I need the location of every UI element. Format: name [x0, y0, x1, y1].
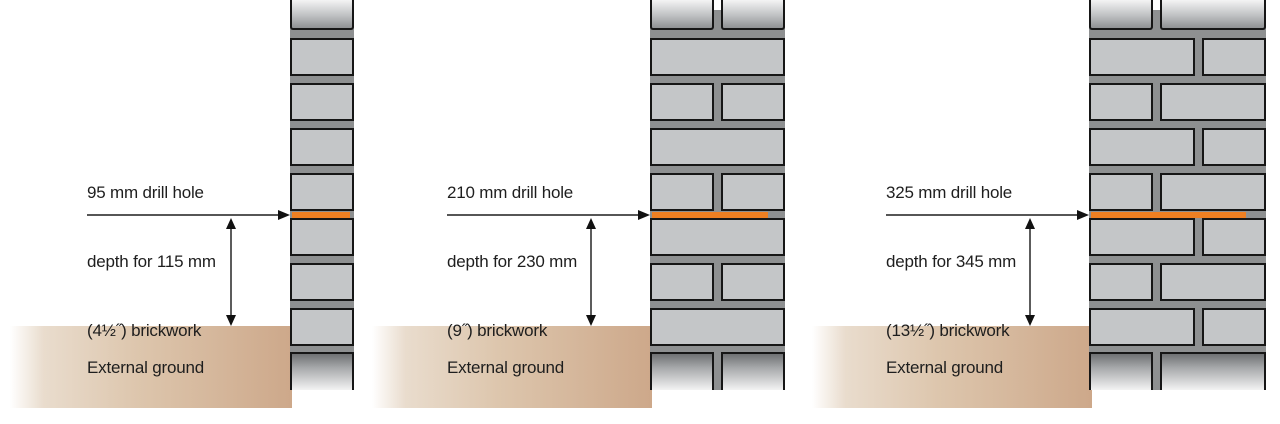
pointer-arrow-icon: [87, 210, 290, 220]
external-ground: [812, 326, 1092, 408]
brick-wall-half-brick: [290, 0, 354, 390]
brick: [650, 263, 714, 301]
brick: [721, 0, 785, 30]
caption-line: (9˝) brickwork: [447, 321, 548, 340]
arrows: [87, 210, 290, 326]
arrows: [447, 210, 650, 326]
pointer-arrow-icon: [886, 210, 1089, 220]
brick: [1160, 0, 1266, 30]
brick: [650, 38, 785, 76]
brick: [1089, 173, 1153, 211]
brick: [290, 308, 354, 346]
brick: [1202, 38, 1266, 76]
caption: 95 mm drill hole depth for 115 mm (4½˝) …: [87, 135, 216, 388]
brick: [721, 352, 785, 390]
brick: [721, 173, 785, 211]
brick: [290, 263, 354, 301]
caption-line: 210 mm drill hole: [447, 183, 574, 202]
brick: [290, 218, 354, 256]
brick: [290, 173, 354, 211]
injection-line: [292, 212, 350, 218]
injection-line: [652, 212, 768, 218]
brick: [1160, 352, 1266, 390]
brick: [1089, 128, 1195, 166]
brick: [1089, 352, 1153, 390]
brick: [1089, 83, 1153, 121]
brick: [650, 173, 714, 211]
brick: [1089, 38, 1195, 76]
external-ground: [372, 326, 652, 408]
ground-label: External ground: [447, 358, 565, 377]
brick: [290, 352, 354, 390]
brick: [721, 263, 785, 301]
brick: [1202, 308, 1266, 346]
brick: [721, 83, 785, 121]
caption-line: depth for 230 mm: [447, 252, 578, 271]
ground-label: External ground: [87, 358, 205, 377]
caption-line: depth for 115 mm: [87, 252, 216, 271]
brick: [650, 352, 714, 390]
caption: 325 mm drill hole depth for 345 mm (13½˝…: [886, 135, 1016, 388]
caption-line: (13½˝) brickwork: [886, 321, 1010, 340]
caption: 210 mm drill hole depth for 230 mm (9˝) …: [447, 135, 577, 388]
caption-line: 325 mm drill hole: [886, 183, 1013, 202]
brick: [650, 128, 785, 166]
caption-line: 95 mm drill hole: [87, 183, 204, 202]
brick: [650, 83, 714, 121]
brick: [1202, 128, 1266, 166]
brick: [1160, 263, 1266, 301]
panel-115mm-wall: External ground 95 mm drill hole depth f…: [0, 0, 400, 424]
caption-line: (4½˝) brickwork: [87, 321, 202, 340]
height-dimension-arrow-icon: [1025, 218, 1035, 326]
brick: [1160, 83, 1266, 121]
brick: [650, 308, 785, 346]
brick: [290, 0, 354, 30]
brick: [1089, 218, 1195, 256]
brick: [1089, 263, 1153, 301]
injection-line: [1091, 212, 1246, 218]
height-dimension-arrow-icon: [226, 218, 236, 326]
brick-wall-one-brick: [650, 0, 785, 390]
brick-wall-one-and-half-brick: [1089, 0, 1266, 390]
brick: [650, 0, 714, 30]
brick: [290, 38, 354, 76]
pointer-arrow-icon: [447, 210, 650, 220]
brick: [1160, 173, 1266, 211]
caption-line: depth for 345 mm: [886, 252, 1017, 271]
brick: [1089, 0, 1153, 30]
brick: [1202, 218, 1266, 256]
height-dimension-arrow-icon: [586, 218, 596, 326]
panel-230mm-wall: External ground 210 mm drill hole depth …: [372, 0, 785, 408]
ground-label: External ground: [886, 358, 1004, 377]
brick: [290, 128, 354, 166]
external-ground: [10, 326, 292, 408]
brick: [650, 218, 785, 256]
brick: [1089, 308, 1195, 346]
brick: [290, 83, 354, 121]
